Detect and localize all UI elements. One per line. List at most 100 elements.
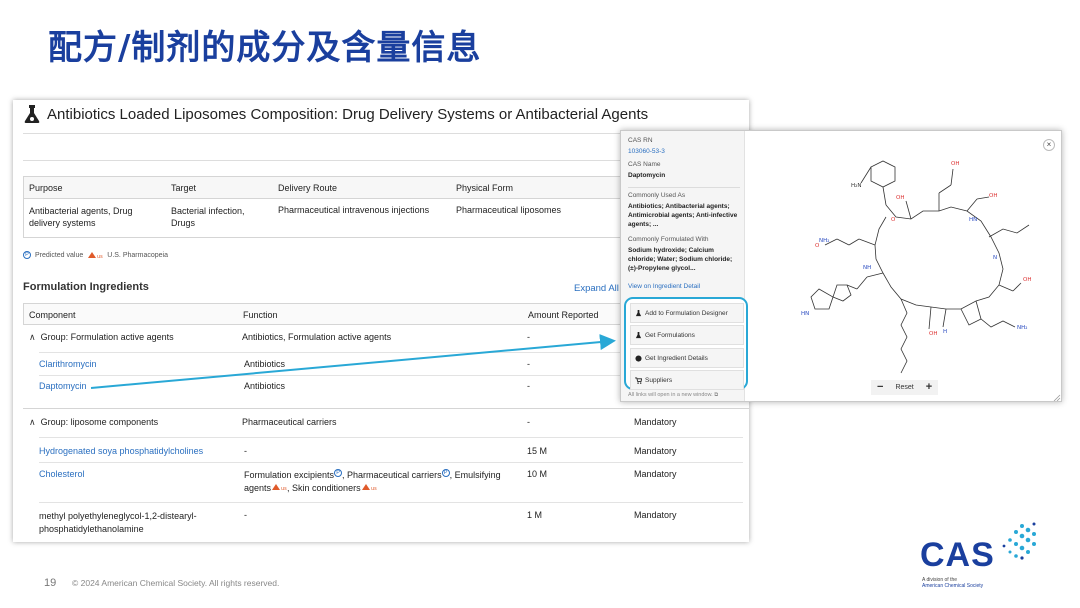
zoom-reset-button[interactable]: Reset [895,384,914,391]
atom-label: O [815,243,820,249]
predicted-icon: P [23,251,31,259]
atom-label: NH₂ [819,238,829,244]
predicted-icon: P [441,469,450,477]
ingredient-status: Mandatory [634,469,677,479]
daptomycin-structure-image[interactable]: H₂N OH OH OH O NH₂ HN NH NH₂ OH OH H HN … [771,149,1041,379]
chevron-up-icon[interactable]: ∧ [29,332,36,342]
copyright: © 2024 American Chemical Society. All ri… [72,578,280,588]
legend: P Predicted value us U.S. Pharmacopeia [23,251,168,259]
close-button[interactable]: × [1043,139,1055,151]
chevron-up-icon[interactable]: ∧ [29,417,36,427]
flask-icon [24,105,40,123]
usp-icon: us [361,484,377,492]
flask-icon [635,331,642,338]
atom-label: H₂N [851,183,861,189]
suppliers-button[interactable]: Suppliers [630,370,744,390]
value-delivery-route: Pharmaceutical intravenous injections [278,205,430,215]
atom-label: OH [896,195,904,201]
zoom-in-button[interactable]: + [925,381,933,393]
atom-label: OH [929,331,937,337]
legend-predicted: Predicted value [35,251,84,259]
info-table-header: Purpose Target Delivery Route Physical F… [24,177,749,199]
commonly-used-label: Commonly Used As [628,192,686,199]
cas-rn-label: CAS RN [628,137,653,144]
header-amount: Amount Reported [528,310,599,320]
ingredient-function: Antibiotics [244,359,286,369]
commonly-formulated-value: Sodium hydroxide; Calcium chloride; Wate… [628,247,733,272]
panel-title: Antibiotics Loaded Liposomes Composition… [47,105,649,123]
ingredient-link[interactable]: Cholesterol [39,469,85,479]
table-row: Hydrogenated soya phosphatidylcholines -… [39,437,743,462]
predicted-icon: P [334,469,343,477]
table-row: methyl polyethyleneglycol-1,2-distearyl-… [39,502,743,542]
ingredient-link[interactable]: Hydrogenated soya phosphatidylcholines [39,446,204,456]
ingredient-amount: - [527,381,530,391]
ingredient-link[interactable]: Daptomycin [39,381,87,391]
ingredient-amount: - [527,359,530,369]
zoom-out-button[interactable]: − [877,381,884,393]
cas-name-label: CAS Name [628,161,661,168]
add-to-formulation-designer-button[interactable]: Add to Formulation Designer [630,303,744,323]
view-ingredient-detail-link[interactable]: View on Ingredient Detail [628,283,701,290]
slide-title: 配方/制剂的成分及含量信息 [48,28,482,68]
divider [23,133,749,134]
ingredient-function: - [244,446,247,456]
ingredient-status: Mandatory [634,510,677,520]
value-target: Bacterial infection, Drugs [171,206,245,228]
svg-text:us: us [281,486,287,491]
atom-label: OH [989,193,997,199]
header-target: Target [171,183,197,193]
divider [628,187,740,188]
cas-logo: CAS A division of the American Chemical … [920,522,1044,592]
commonly-used-value: Antibiotics; Antibacterial agents; Antim… [628,203,738,228]
atom-label: HN [801,311,809,317]
group-amount: - [527,417,530,427]
group-amount: - [527,332,530,342]
ingredient-status: Mandatory [634,446,677,456]
expand-all-link[interactable]: Expand All [574,283,619,294]
resize-handle-icon[interactable] [1053,394,1061,402]
divider [23,160,749,161]
actions-highlight-box: Add to Formulation Designer Get Formulat… [624,297,748,390]
ingredient-name: methyl polyethyleneglycol-1,2-distearyl-… [39,511,197,534]
page-number: 19 [44,577,57,589]
atom-label: NH₂ [1017,325,1027,331]
atom-label: N [993,255,997,261]
get-ingredient-details-button[interactable]: Get Ingredient Details [630,348,744,368]
info-table: Purpose Target Delivery Route Physical F… [23,176,749,238]
cart-icon [635,376,642,384]
ingredient-link[interactable]: Clarithromycin [39,359,97,369]
panel-header: Antibiotics Loaded Liposomes Composition… [23,104,648,124]
value-physical-form: Pharmaceutical liposomes [456,205,562,215]
get-formulations-button[interactable]: Get Formulations [630,325,744,345]
ingredient-function: Antibiotics [244,381,286,391]
cas-logo-sub1: A division of the [922,577,958,583]
group-status: Mandatory [634,417,677,427]
header-delivery-route: Delivery Route [278,183,338,193]
header-component: Component [29,310,76,320]
new-window-note: All links will open in a new window. ⧉ [628,392,719,398]
cas-name-value: Daptomycin [628,172,666,179]
ingredients-header: Component Function Amount Reported [23,303,749,325]
external-link-icon: ⧉ [714,392,719,398]
usp-icon: us [88,252,103,259]
ingredient-popup: CAS RN 103060-53-3 CAS Name Daptomycin C… [620,130,1062,402]
cas-dots-icon [1002,522,1036,560]
legend-usp: U.S. Pharmacopeia [107,251,168,259]
flask-plus-icon [635,309,642,316]
cas-rn-link[interactable]: 103060-53-3 [628,148,665,155]
zoom-controls: − Reset + [871,380,939,395]
atom-label: H [943,329,947,335]
group-name: Group: Formulation active agents [40,332,174,342]
group-function: Pharmaceutical carriers [242,417,337,427]
atom-label: OH [1023,277,1031,283]
group-name: Group: liposome components [40,417,159,427]
svg-text:us: us [371,486,377,491]
atom-label: HN [969,217,977,223]
group-function: Antibiotics, Formulation active agents [242,332,392,342]
cas-logo-sub2: American Chemical Society [922,583,984,589]
ingredient-function: - [244,510,247,520]
info-table-row: Antibacterial agents, Drug delivery syst… [24,199,749,237]
